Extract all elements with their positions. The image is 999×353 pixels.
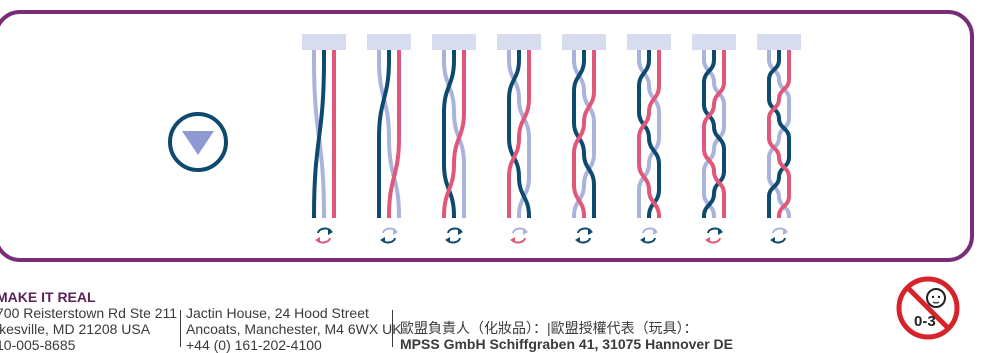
instruction-panel <box>0 10 974 262</box>
hair-strand <box>377 50 401 218</box>
rotate-arrows-icon <box>315 227 333 244</box>
hair-clip <box>562 34 606 50</box>
uk-address-line1: Jactin House, 24 Hood Street <box>186 305 369 321</box>
hair-strand <box>507 50 531 218</box>
company-name: MAKE IT REAL <box>0 289 96 305</box>
rotate-arrows-icon <box>705 227 723 244</box>
hair-strand <box>637 50 661 218</box>
footer-divider <box>392 310 393 347</box>
hair-strand <box>312 50 326 218</box>
hair-strand <box>572 50 596 218</box>
us-address-line2: ikesville, MD 21208 USA <box>0 321 151 337</box>
eu-representative: 歐盟負責人（化妝品）：|歐盟授權代表（玩具）： MPSS GmbH Schiff… <box>400 320 733 352</box>
hair-strand <box>507 50 531 218</box>
braid-step <box>432 34 476 244</box>
rotate-arrows-icon <box>640 227 658 244</box>
hair-clip <box>302 34 346 50</box>
age-label: 0-3 <box>914 313 936 330</box>
hair-strand <box>702 50 726 218</box>
hair-strand <box>377 50 391 218</box>
hair-clip <box>432 34 476 50</box>
uk-address: Jactin House, 24 Hood Street Ancoats, Ma… <box>186 305 402 353</box>
hair-strand <box>637 50 661 218</box>
braid-step <box>757 34 801 244</box>
hair-strand <box>767 50 791 218</box>
us-address-line1: 700 Reisterstown Rd Ste 211 <box>0 305 178 321</box>
braid-step <box>627 34 671 244</box>
braid-step <box>692 34 736 244</box>
braid-steps-diagram <box>302 34 801 244</box>
rotate-arrows-icon <box>510 227 528 244</box>
eu-rep-line1: 歐盟負責人（化妝品）：|歐盟授權代表（玩具）： <box>400 320 698 336</box>
rotate-arrows-icon <box>445 227 463 244</box>
hair-clip <box>497 34 541 50</box>
hair-strand <box>767 50 791 218</box>
hair-clip <box>692 34 736 50</box>
hair-strand <box>507 50 531 218</box>
us-address-line3: 10-005-8685 <box>0 337 76 353</box>
hair-strand <box>572 50 596 218</box>
hair-strand <box>442 50 466 218</box>
rotate-arrows-icon <box>770 227 788 244</box>
uk-address-line2: Ancoats, Manchester, M4 6WX UK <box>186 321 402 337</box>
hair-clip <box>627 34 671 50</box>
hair-strand <box>702 50 726 218</box>
rotate-arrows-icon <box>380 227 398 244</box>
rotate-arrows-icon <box>575 227 593 244</box>
braid-step <box>562 34 606 244</box>
down-triangle-icon <box>168 112 228 172</box>
hair-clip <box>367 34 411 50</box>
no-under-3-icon: 0-3 <box>896 276 960 340</box>
uk-address-line3: +44 (0) 161-202-4100 <box>186 337 322 353</box>
hair-strand <box>387 50 401 218</box>
eu-rep-line2: MPSS GmbH Schiffgraben 41, 31075 Hannove… <box>400 336 733 352</box>
us-address: MAKE IT REAL 700 Reisterstown Rd Ste 211… <box>0 289 177 353</box>
hair-clip <box>757 34 801 50</box>
braid-step <box>302 34 346 244</box>
braid-step <box>497 34 541 244</box>
hair-strand <box>767 50 791 218</box>
hair-strand <box>637 50 661 218</box>
footer-divider <box>180 310 181 347</box>
braid-step <box>367 34 411 244</box>
hair-strand <box>442 50 456 218</box>
